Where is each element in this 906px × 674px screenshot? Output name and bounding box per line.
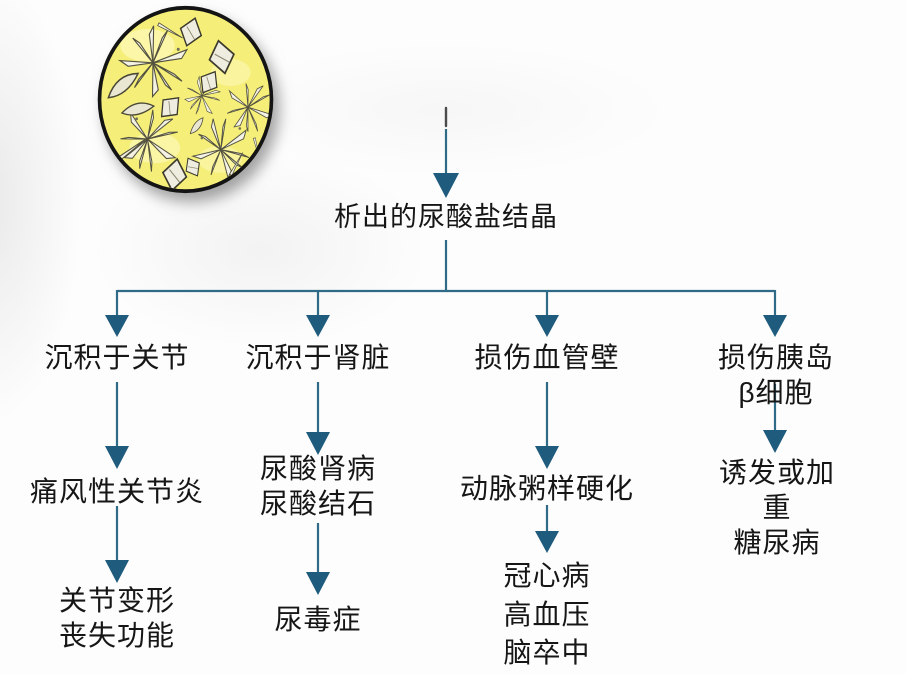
node-branch4-level1: 损伤胰岛β细胞 [717,342,834,408]
node-branch2-level2: 尿酸肾病 尿酸结石 [259,453,377,519]
arrow-branch-2 [306,290,330,337]
node-branch2-level1: 沉积于肾脏 [245,342,391,373]
arrow-b3-l2 [535,382,559,469]
arrow-b2-l2 [306,382,330,455]
arrow-b2-l3 [306,523,330,595]
node-branch4-level2: 诱发或加重 糖尿病 [718,457,835,558]
node-branch1-level3: 关节变形 丧失功能 [58,585,176,651]
arrow-b1-l3 [105,506,129,583]
arrow-b3-l3 [535,505,559,553]
arrow-to-root [433,129,459,198]
node-branch3-level2: 动脉粥样硬化 [459,473,635,504]
node-root: 析出的尿酸盐结晶 [334,202,558,232]
node-branch2-level3: 尿毒症 [274,604,362,635]
node-branch1-level1: 沉积于关节 [44,342,190,373]
arrow-branch-1 [105,290,129,337]
node-branch3-level1: 损伤血管壁 [474,342,620,373]
arrow-branch-4 [763,290,787,337]
node-branch3-level3: 冠心病 高血压 脑卒中 [503,560,591,669]
arrow-b1-l2 [105,382,129,469]
root-branch-rail [117,240,775,293]
node-branch1-level2: 痛风性关节炎 [29,476,205,507]
arrow-b4-l2 [763,384,787,453]
arrow-branch-3 [535,290,559,337]
urate-crystal-micrograph-icon [95,3,276,196]
